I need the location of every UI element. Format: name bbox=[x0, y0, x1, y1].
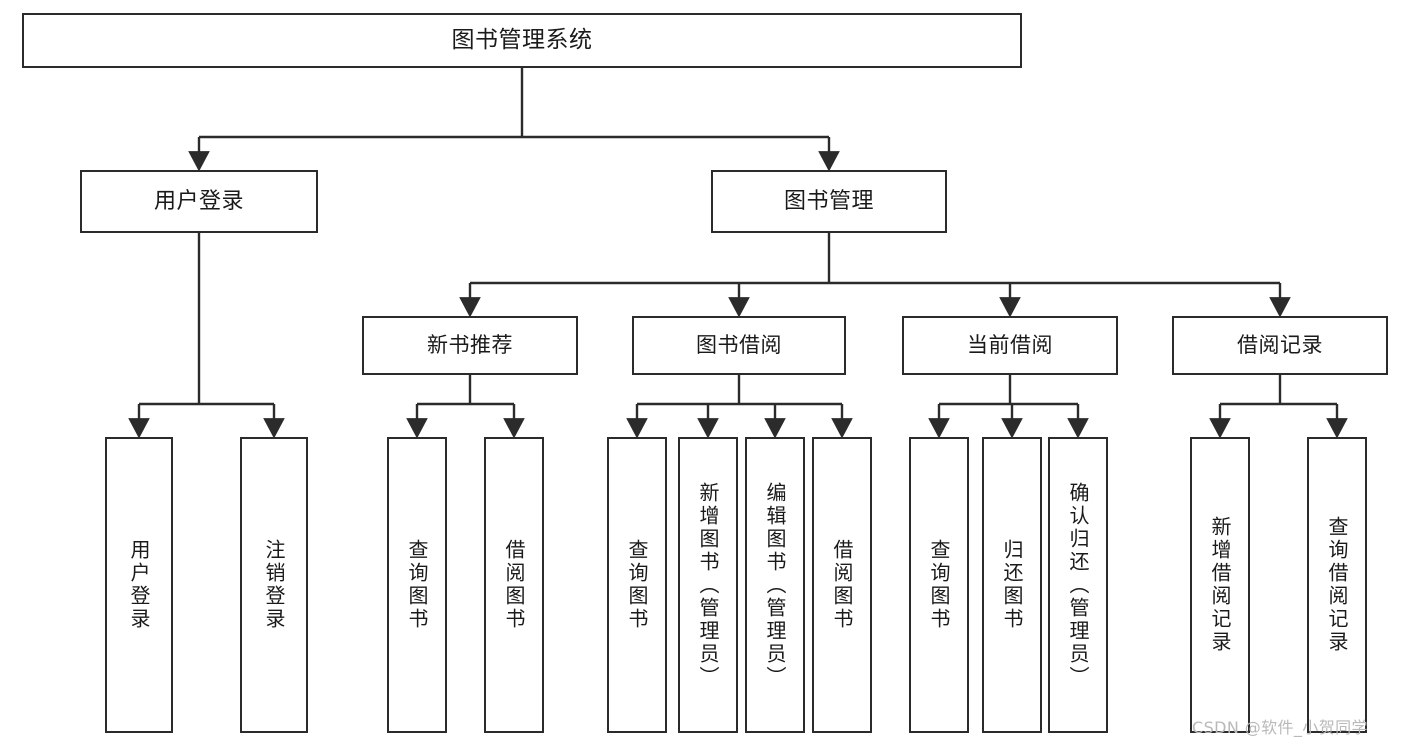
node-l11[interactable]: 确认归还（管理员） bbox=[1048, 437, 1108, 733]
node-label: 图书管理 bbox=[783, 188, 874, 214]
node-bookmgmt[interactable]: 图书管理 bbox=[711, 170, 947, 233]
node-l10[interactable]: 归还图书 bbox=[982, 437, 1042, 733]
node-l8[interactable]: 借阅图书 bbox=[812, 437, 872, 733]
node-l4[interactable]: 借阅图书 bbox=[484, 437, 544, 733]
node-l13[interactable]: 查询借阅记录 bbox=[1307, 437, 1367, 733]
node-l9[interactable]: 查询图书 bbox=[909, 437, 969, 733]
node-login[interactable]: 用户登录 bbox=[80, 170, 318, 233]
csdn-watermark: CSDN @软件_小贺同学 bbox=[1192, 718, 1368, 737]
node-label: 确认归还（管理员） bbox=[1066, 481, 1090, 689]
node-newrec[interactable]: 新书推荐 bbox=[362, 316, 578, 375]
node-label: 查询图书 bbox=[625, 539, 649, 631]
node-label: 借阅图书 bbox=[502, 539, 526, 631]
node-label: 新增借阅记录 bbox=[1208, 516, 1232, 654]
node-label: 图书借阅 bbox=[696, 333, 782, 358]
node-l1[interactable]: 用户登录 bbox=[105, 437, 173, 733]
node-label: 用户登录 bbox=[127, 539, 151, 631]
node-l12[interactable]: 新增借阅记录 bbox=[1190, 437, 1250, 733]
node-l7[interactable]: 编辑图书（管理员） bbox=[745, 437, 805, 733]
node-l6[interactable]: 新增图书（管理员） bbox=[678, 437, 738, 733]
node-label: 编辑图书（管理员） bbox=[763, 481, 787, 689]
node-label: 注销登录 bbox=[262, 539, 286, 631]
node-label: 用户登录 bbox=[153, 188, 244, 214]
node-label: 借阅图书 bbox=[830, 539, 854, 631]
node-l5[interactable]: 查询图书 bbox=[607, 437, 667, 733]
node-label: 新增图书（管理员） bbox=[696, 481, 720, 689]
node-label: 归还图书 bbox=[1000, 539, 1024, 631]
node-label: 新书推荐 bbox=[427, 333, 513, 358]
node-current[interactable]: 当前借阅 bbox=[902, 316, 1118, 375]
node-l2[interactable]: 注销登录 bbox=[240, 437, 308, 733]
node-label: 查询借阅记录 bbox=[1325, 516, 1349, 654]
node-borrow[interactable]: 图书借阅 bbox=[632, 316, 846, 375]
node-root[interactable]: 图书管理系统 bbox=[22, 13, 1022, 68]
node-label: 当前借阅 bbox=[967, 333, 1053, 358]
node-records[interactable]: 借阅记录 bbox=[1172, 316, 1388, 375]
node-label: 借阅记录 bbox=[1237, 333, 1323, 358]
node-label: 查询图书 bbox=[927, 539, 951, 631]
node-label: 查询图书 bbox=[405, 539, 429, 631]
node-label: 图书管理系统 bbox=[451, 27, 593, 54]
node-l3[interactable]: 查询图书 bbox=[387, 437, 447, 733]
